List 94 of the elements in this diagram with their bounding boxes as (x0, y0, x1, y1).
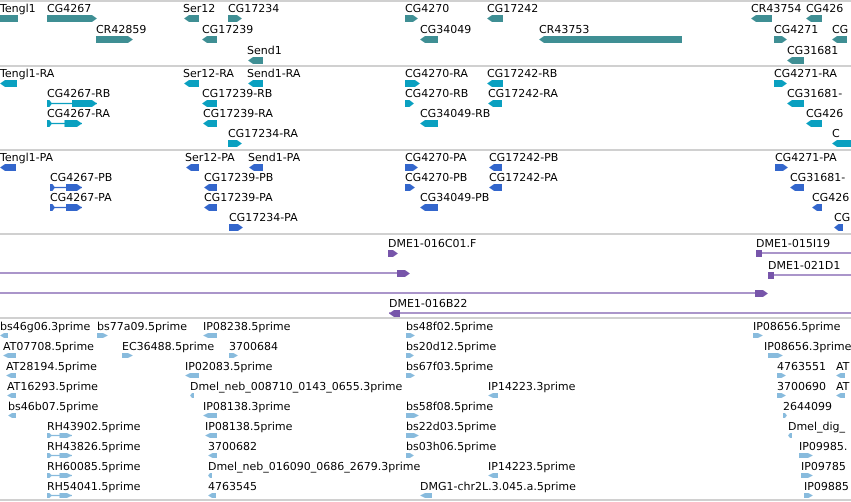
gene-label: CG34049 (420, 23, 472, 36)
read-label: bs22d03.5prime (406, 420, 496, 433)
gene-label: CG17242-PB (489, 151, 558, 164)
read-label: RH43826.5prime (47, 440, 140, 453)
gene-label: CR42859 (96, 23, 146, 36)
read-label: IP14223.5prime (488, 460, 576, 473)
gene-label: Send1-RA (247, 67, 300, 80)
read-label: AT07708.5prime (3, 340, 94, 353)
gene-label: CG17234-RA (228, 127, 298, 140)
gene-label: CG17239-PA (204, 191, 273, 204)
read-label: 3700682 (208, 440, 257, 453)
read-label: bs58f08.5prime (406, 400, 494, 413)
read-label: AT (836, 380, 850, 393)
read-label: 4763545 (208, 480, 257, 493)
read-label: 4763551 (777, 360, 826, 373)
gene-label: CG17234-PA (229, 211, 298, 224)
gene-label: Send1-PA (248, 151, 300, 164)
gene-label: CG (832, 23, 848, 36)
read-label: Dmel_neb_008710_0143_0655.3prime (190, 380, 402, 393)
gene-label: CG4267-RA (47, 107, 110, 120)
read-label: AT28194.5prime (6, 360, 97, 373)
gene-label: CR43754 (751, 2, 802, 15)
read-label: bs46b07.5prime (8, 400, 98, 413)
gene-label: CR43753 (539, 23, 590, 36)
read-label: IP08656.3prime (764, 340, 851, 353)
gene-label: CG4271-PA (775, 151, 837, 164)
read-label: 3700690 (777, 380, 826, 393)
gene-label: CG34049-PB (420, 191, 490, 204)
read-label: bs20d12.5prime (406, 340, 496, 353)
clone-label: DME1-021D1 (768, 259, 840, 272)
gene-label: Ser12-RA (183, 67, 234, 80)
gene-label: CG17239-RB (202, 87, 272, 100)
read-label: 2644099 (783, 400, 832, 413)
read-label: Dmel_dig_ (788, 420, 846, 433)
gene-label: CG426 (806, 2, 844, 15)
clone-label: DME1-015I19 (756, 237, 830, 250)
read-label: bs77a09.5prime (97, 320, 187, 333)
gene-label: Send1 (247, 44, 282, 57)
read-label: bs48f02.5prime (406, 320, 494, 333)
gene-label: Ser12-PA (185, 151, 235, 164)
read-label: IP09985. (799, 440, 848, 453)
read-label: IP09785 (801, 460, 846, 473)
clone-label: DME1-016C01.F (388, 237, 476, 250)
gene-label: CG31681- (790, 171, 846, 184)
gene-label: Tengl1 (0, 2, 36, 15)
gene-label: Tengl1-PA (0, 151, 54, 164)
read-label: RH43902.5prime (47, 420, 140, 433)
gene-label: CG31681- (787, 87, 842, 100)
read-label: DMG1-chr2L.3.045.a.5prime (420, 480, 576, 493)
gene-label: CG4267-RB (47, 87, 110, 100)
gene-label: Tengl1-RA (0, 67, 54, 80)
read-label: IP08656.5prime (753, 320, 840, 333)
gene-label: CG4271-RA (774, 67, 837, 80)
read-label: RH60085.5prime (47, 460, 140, 473)
gene-label: CG (834, 211, 850, 224)
gene-label: CG17239-RA (203, 107, 273, 120)
gene-label: CG426 (806, 107, 844, 120)
read-label: bs67f03.5prime (406, 360, 494, 373)
read-label: IP08138.3prime (203, 400, 290, 413)
gene-label: CG4267-PA (50, 191, 112, 204)
gene-label: CG4270-PB (405, 171, 468, 184)
gene-label: CG4271 (774, 23, 818, 36)
gene-label: CG17242 (487, 2, 538, 15)
read-label: IP14223.3prime (488, 380, 576, 393)
read-label: EC36488.5prime (122, 340, 214, 353)
gene-label: CG17234 (228, 2, 280, 15)
gene-label: CG4270-RA (405, 67, 468, 80)
gene-label: Ser12 (183, 2, 216, 15)
gene-label: CG4267-PB (50, 171, 112, 184)
read-label: bs46g06.3prime (0, 320, 90, 333)
read-label: AT16293.5prime (7, 380, 98, 393)
read-label: RH54041.5prime (47, 480, 140, 493)
read-label: bs03h06.5prime (406, 440, 496, 453)
gene-label: CG4270 (405, 2, 450, 15)
read-label: AT (836, 360, 850, 373)
gene-label: CG17242-PA (489, 171, 558, 184)
gene-label: CG17242-RA (488, 87, 558, 100)
clone-label: DME1-016B22 (389, 297, 468, 310)
gene-label: C (832, 127, 840, 140)
read-label: IP09885 (804, 480, 849, 493)
gene-label: CG31681 (787, 44, 838, 57)
gene-label: CG17242-RB (487, 67, 558, 80)
gene-label: CG4270-RB (405, 87, 468, 100)
gene-label: CG34049-RB (420, 107, 490, 120)
gene-label: CG17239 (202, 23, 254, 36)
read-label: Dmel_neb_016090_0686_2679.3prime (208, 460, 420, 473)
gene-label: CG4270-PA (405, 151, 467, 164)
read-label: IP02083.5prime (185, 360, 272, 373)
gene-label: CG4267 (47, 2, 92, 15)
gene-label: CG17239-PB (204, 171, 274, 184)
read-label: 3700684 (229, 340, 278, 353)
read-label: IP08138.5prime (205, 420, 292, 433)
read-label: IP08238.5prime (203, 320, 290, 333)
gene-label: CG426 (812, 191, 850, 204)
